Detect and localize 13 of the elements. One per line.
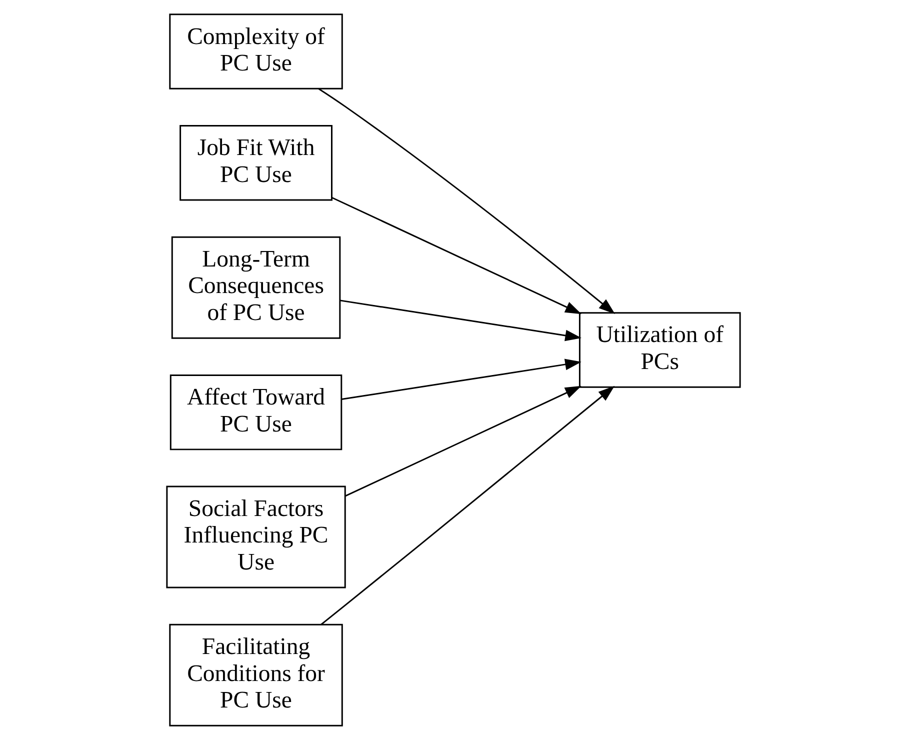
- node-box: Long-Term Consequences of PC Use: [171, 236, 341, 339]
- arrow: [320, 386, 615, 626]
- node-box: Utilization of PCs: [578, 312, 741, 388]
- arrow: [340, 300, 582, 342]
- arrow: [345, 386, 582, 497]
- node-box: Job Fit With PC Use: [180, 125, 332, 201]
- arrow: [318, 88, 616, 314]
- node-box: Social Factors Influencing PC Use: [166, 486, 346, 588]
- node-box: Affect Toward PC Use: [170, 374, 342, 450]
- arrow: [332, 196, 582, 314]
- arrow: [341, 358, 582, 400]
- node-box: Facilitating Conditions for PC Use: [169, 624, 343, 726]
- node-box: Complexity of PC Use: [169, 14, 343, 90]
